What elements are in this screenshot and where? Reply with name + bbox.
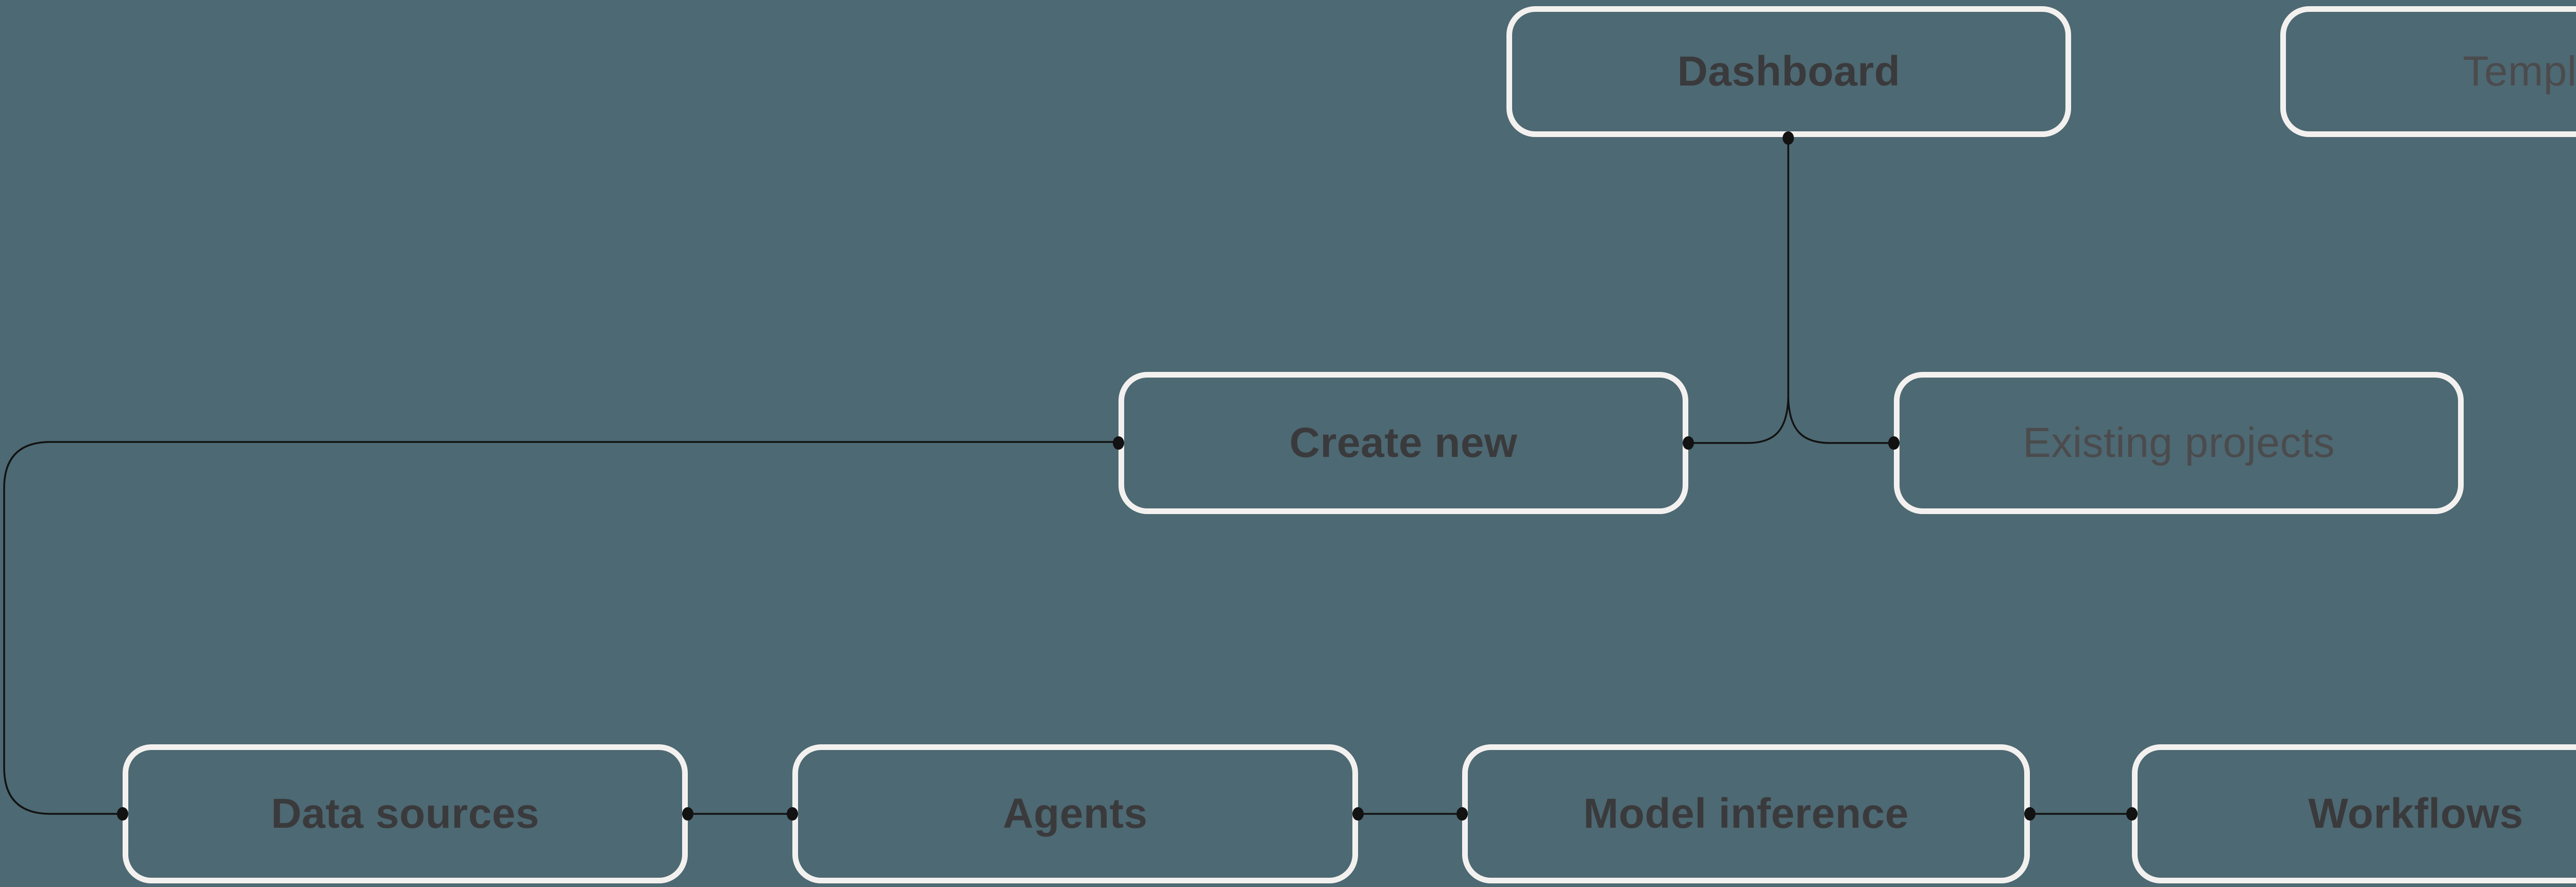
node-model-inference-label: Model inference xyxy=(1583,790,1909,837)
node-create-new[interactable]: Create new xyxy=(1118,372,1688,514)
node-existing-projects[interactable]: Existing projects xyxy=(1894,372,2464,514)
node-workflows-label: Workflows xyxy=(2308,790,2523,837)
node-workflows[interactable]: Workflows xyxy=(2132,744,2576,883)
node-dashboard[interactable]: Dashboard xyxy=(1506,6,2071,137)
node-agents-label: Agents xyxy=(1003,790,1148,837)
edge-dashboard-create-new xyxy=(1688,138,1789,444)
node-data-sources[interactable]: Data sources xyxy=(123,744,688,883)
node-create-new-label: Create new xyxy=(1289,419,1518,466)
node-existing-projects-label: Existing projects xyxy=(2023,419,2335,466)
node-model-inference[interactable]: Model inference xyxy=(1462,744,2030,883)
node-templates-label: Templates xyxy=(2463,48,2576,95)
node-dashboard-label: Dashboard xyxy=(1677,48,1901,95)
node-templates[interactable]: Templates xyxy=(2280,6,2576,137)
node-data-sources-label: Data sources xyxy=(270,790,540,837)
edge-dashboard-existing-projects xyxy=(1787,397,1894,444)
node-agents[interactable]: Agents xyxy=(792,744,1358,883)
